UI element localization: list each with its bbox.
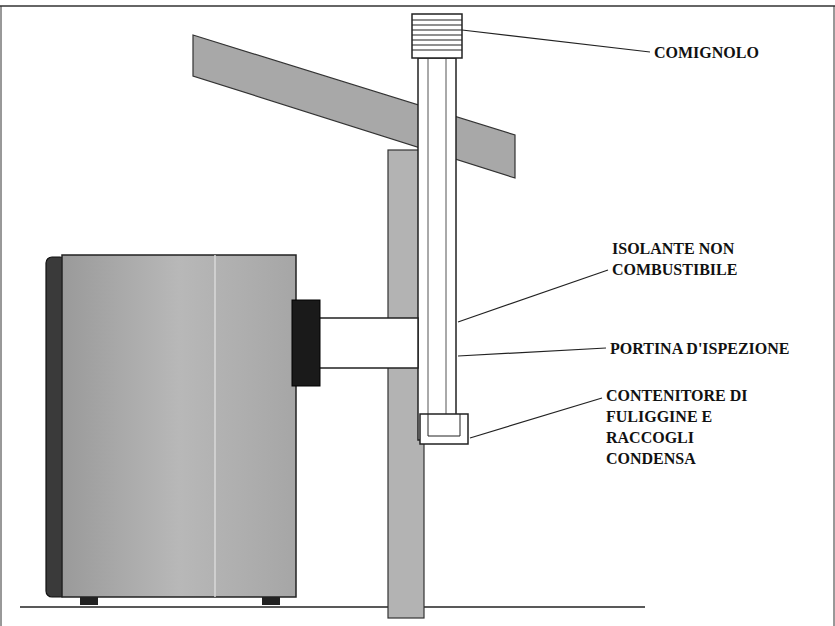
insulation-line <box>428 58 429 420</box>
soot-container-label: CONTENITORE DI FULIGGINE E RACCOGLI COND… <box>604 385 770 469</box>
leader-line <box>458 348 606 356</box>
frame-line <box>1 6 2 626</box>
insulation-line <box>446 58 447 420</box>
stove-seam <box>214 255 216 597</box>
roof-beam <box>193 35 515 178</box>
stove-body <box>62 255 296 597</box>
floor-line <box>20 606 645 608</box>
cap-ridges <box>412 20 462 50</box>
chimney-cap-label: COMIGNOLO <box>652 42 826 63</box>
leader-line <box>458 270 608 322</box>
stove-foot <box>262 597 280 605</box>
soot-container <box>428 414 429 436</box>
leader-line <box>470 398 602 438</box>
frame-line <box>0 5 835 7</box>
stove-foot <box>80 597 98 605</box>
chimney-cap <box>412 14 462 58</box>
inspection-door-label: PORTINA D'ISPEZIONE <box>608 338 812 359</box>
horizontal-flue <box>316 318 418 368</box>
frame-line <box>834 6 835 626</box>
vertical-flue <box>418 58 456 440</box>
soot-container <box>420 414 468 444</box>
stove-flue-outlet <box>292 300 320 386</box>
soot-container <box>460 414 461 436</box>
leader-line <box>462 30 650 52</box>
insulation-label: ISOLANTE NON COMBUSTIBILE <box>610 238 754 280</box>
soot-container <box>428 436 460 437</box>
